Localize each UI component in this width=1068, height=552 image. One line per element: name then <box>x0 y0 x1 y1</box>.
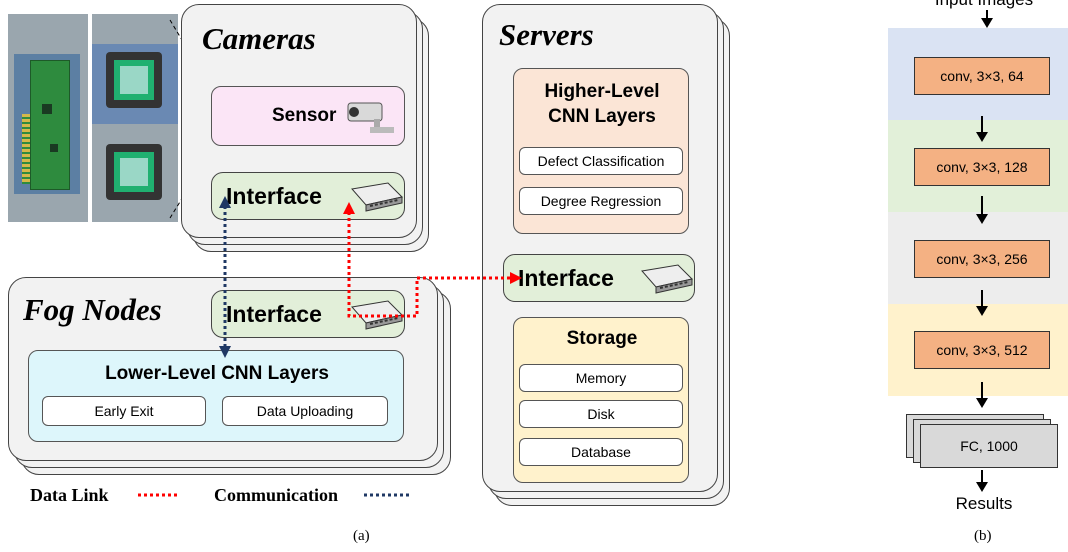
degree-regression: Degree Regression <box>519 187 683 215</box>
memory-item: Memory <box>519 364 683 392</box>
conv-layer-1: conv, 3×3, 64 <box>914 57 1050 95</box>
data-link <box>347 212 512 318</box>
server-interface: Interface <box>503 254 695 302</box>
conv-layer-3: conv, 3×3, 256 <box>914 240 1050 278</box>
sensor-box: Sensor <box>211 86 405 146</box>
database-item: Database <box>519 438 683 466</box>
higher-layers-title: Higher-Level CNN Layers <box>544 81 660 127</box>
servers-title: Servers <box>499 17 594 52</box>
arrow-icon <box>976 196 988 224</box>
communication-arrowhead-up <box>219 196 231 208</box>
caption-a: (a) <box>353 528 370 544</box>
arrow-icon <box>976 116 988 142</box>
fc-layer: FC, 1000 <box>920 424 1058 468</box>
board-photo <box>8 14 88 222</box>
camera-interface-label: Interface <box>226 182 322 209</box>
arrow-icon <box>976 470 988 492</box>
communication-arrowhead-down <box>219 346 231 358</box>
input-label: Input Images <box>886 0 1068 10</box>
defect-classification: Defect Classification <box>519 147 683 175</box>
conv-layer-2: conv, 3×3, 128 <box>914 148 1050 186</box>
switch-icon <box>641 264 693 294</box>
disk-item: Disk <box>519 400 683 428</box>
cameras-title: Cameras <box>202 21 316 56</box>
arrow-icon <box>976 382 988 408</box>
data-uploading-item: Data Uploading <box>222 396 388 426</box>
data-link-arrowhead-right <box>510 272 522 284</box>
early-exit-item: Early Exit <box>42 396 206 426</box>
server-interface-label: Interface <box>518 264 614 291</box>
storage-title: Storage <box>566 328 638 349</box>
arrow-icon <box>981 10 993 28</box>
fog-interface-label: Interface <box>226 300 322 327</box>
output-label: Results <box>955 494 1013 513</box>
switch-icon <box>351 182 403 212</box>
fog-interface: Interface <box>211 290 405 338</box>
legend-communication: Communication <box>214 485 339 505</box>
sensor-label: Sensor <box>272 105 337 126</box>
camera-interface: Interface <box>211 172 405 220</box>
chip-photo <box>92 14 178 222</box>
caption-b: (b) <box>974 528 992 544</box>
fog-title: Fog Nodes <box>23 292 162 327</box>
lower-layers-title: Lower-Level CNN Layers <box>105 363 329 384</box>
arrow-icon <box>976 290 988 316</box>
legend-data-link: Data Link <box>30 485 109 505</box>
conv-layer-4: conv, 3×3, 512 <box>914 331 1050 369</box>
camera-icon <box>347 102 394 133</box>
data-link-arrowhead-up <box>343 202 355 214</box>
